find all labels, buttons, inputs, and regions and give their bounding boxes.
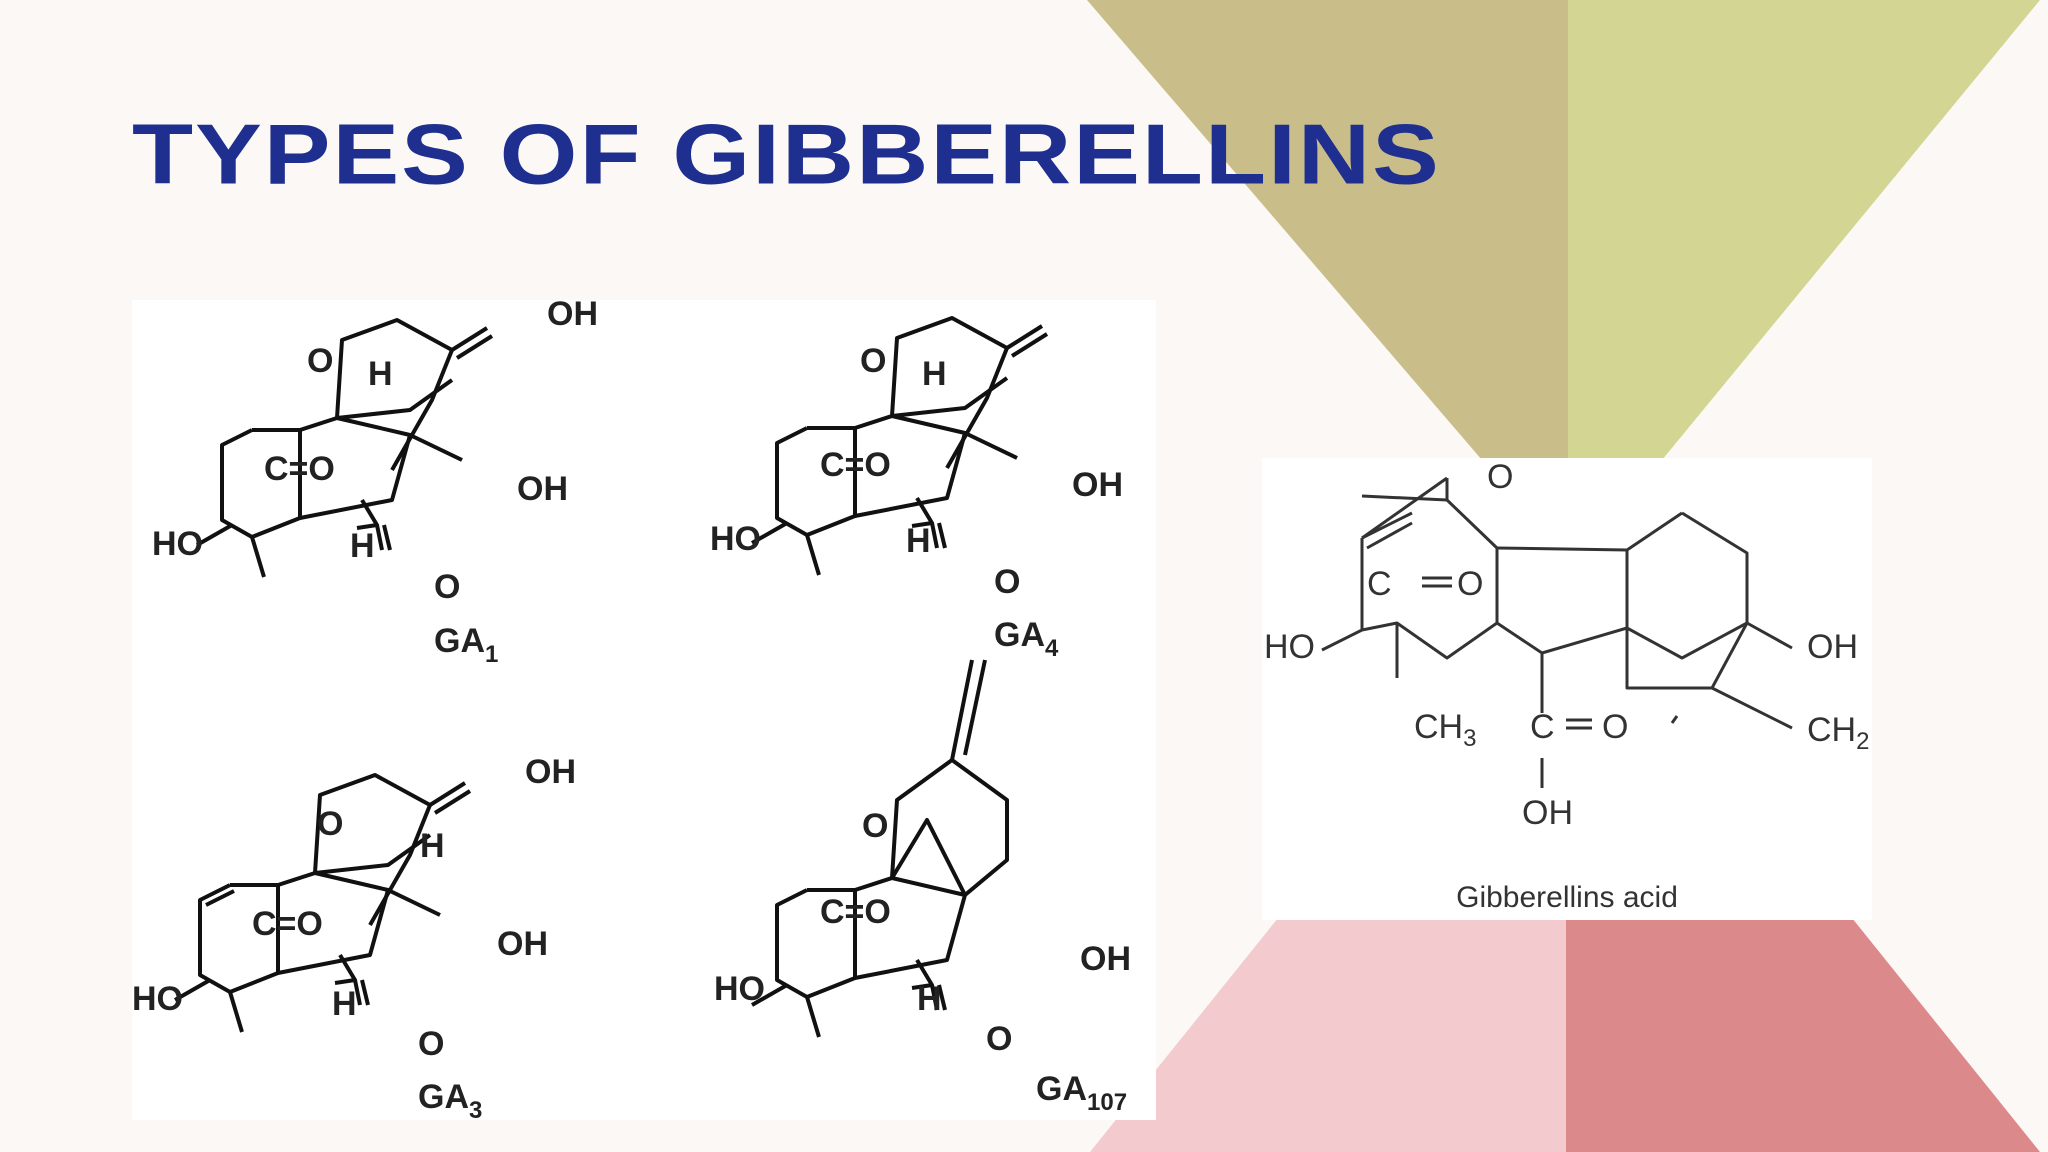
ga4-h-bottom: H xyxy=(906,522,931,560)
ga4-carbonyl: O xyxy=(994,563,1020,601)
ga3-name: GA3 xyxy=(418,1078,482,1120)
ga1-h-bottom: H xyxy=(350,527,375,565)
gibberellic-oh-right: OH xyxy=(1807,628,1858,666)
ga107-ho: HO xyxy=(714,970,765,1008)
ga3-carbonyl: O xyxy=(418,1025,444,1063)
ga4-lactone: C=O xyxy=(820,446,891,484)
ga4-ho: HO xyxy=(710,520,761,558)
green-triangle xyxy=(1568,0,2040,460)
olive-triangle xyxy=(1087,0,1568,460)
lactone-o: O xyxy=(1457,565,1483,603)
ga3-structure xyxy=(174,773,472,1033)
ga1-carbonyl: O xyxy=(434,568,460,606)
ga3-oh-top: OH xyxy=(525,753,576,791)
gibberellic-oxygen: O xyxy=(1487,458,1513,496)
ga107-structure xyxy=(751,659,1009,1038)
ga3-ho: HO xyxy=(132,980,183,1018)
ga3-oh-acid: OH xyxy=(497,925,548,963)
ga107-name: GA107 xyxy=(1036,1070,1127,1116)
acid-c: C xyxy=(1530,708,1555,746)
ga1-oh-acid: OH xyxy=(517,470,568,508)
structures-panel: OH O H C=O OH HO H O GA1 O H C=O OH HO H… xyxy=(132,300,1156,1120)
acid-o: O xyxy=(1602,708,1628,746)
ga4-h-top: H xyxy=(922,355,947,393)
ga107-lactone: C=O xyxy=(820,893,891,931)
ga1-oxygen: O xyxy=(307,342,333,380)
gibberellic-ho: HO xyxy=(1264,628,1315,666)
ga107-h-bottom: H xyxy=(917,980,942,1018)
ga1-ho: HO xyxy=(152,525,203,563)
ga107-carbonyl: O xyxy=(986,1020,1012,1058)
ga1-h-top: H xyxy=(368,355,393,393)
ga1-oh-top: OH xyxy=(547,300,598,333)
ga1-structure xyxy=(196,318,494,578)
ga1-name: GA1 xyxy=(434,622,498,668)
gibberellic-acid-panel: O C O HO OH CH3 C O OH CH2 Gibberellins … xyxy=(1262,458,1872,920)
gibberellic-caption: Gibberellins acid xyxy=(1456,881,1678,914)
ga4-oxygen: O xyxy=(860,342,886,380)
ga4-name: GA4 xyxy=(994,616,1059,662)
ga4-oh-acid: OH xyxy=(1072,466,1123,504)
ga3-h-top: H xyxy=(420,827,445,865)
ga3-h-bottom: H xyxy=(332,985,357,1023)
ch2-label: CH2 xyxy=(1807,711,1869,755)
page-title: TYPES OF GIBBERELLINS xyxy=(132,106,1441,203)
ga107-oh-acid: OH xyxy=(1080,940,1131,978)
pink-dark-trapezoid xyxy=(1566,918,2040,1152)
ga3-lactone: C=O xyxy=(252,905,323,943)
ga107-oxygen: O xyxy=(862,807,888,845)
ch3-label: CH3 xyxy=(1414,708,1476,752)
acid-oh: OH xyxy=(1522,794,1573,832)
pink-light-trapezoid xyxy=(1090,918,1566,1152)
lactone-c: C xyxy=(1367,565,1392,603)
ga1-lactone: C=O xyxy=(264,450,335,488)
ga3-oxygen: O xyxy=(317,805,343,843)
ga4-structure xyxy=(751,316,1049,576)
